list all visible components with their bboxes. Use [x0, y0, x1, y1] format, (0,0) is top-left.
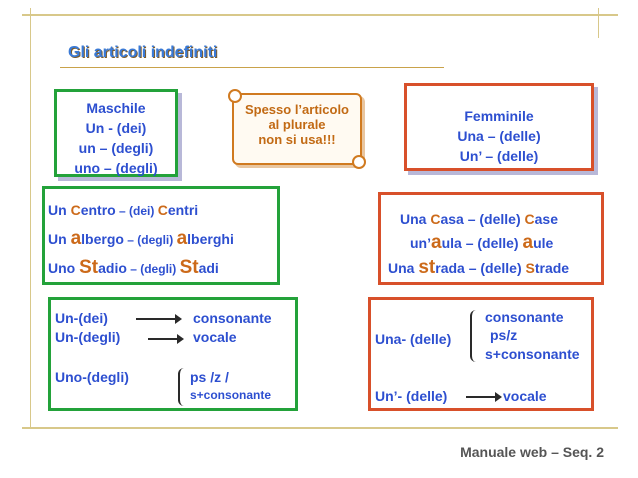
- example-rest: trade: [534, 260, 570, 276]
- rule-right: vocale: [193, 329, 237, 345]
- maschile-line-4: uno – (degli): [74, 160, 158, 176]
- rule-right: s+consonante: [190, 388, 272, 402]
- example-rest: adi: [198, 260, 219, 276]
- example-rest: lberghi: [187, 231, 234, 247]
- example-article: Un: [48, 231, 71, 247]
- maschile-line-3: un – (degli): [78, 140, 154, 156]
- arrow-right-icon: [136, 314, 182, 324]
- maschile-title: Maschile: [86, 100, 146, 116]
- example-plural-article: – (degli): [126, 262, 180, 276]
- example-rest: entro: [80, 202, 116, 218]
- example-rest: adio: [98, 260, 127, 276]
- example-initial: St: [79, 257, 99, 278]
- rule-right: consonante: [193, 310, 272, 326]
- example-row: un’aula – (delle) aule: [410, 233, 553, 253]
- example-article: Una: [400, 211, 431, 227]
- example-article: Uno: [48, 260, 80, 276]
- top-right-rule: [598, 8, 599, 38]
- example-rest: rada – (delle): [435, 260, 526, 276]
- maschile-rules-box: [48, 297, 298, 411]
- example-article: Una: [388, 260, 419, 276]
- example-article: un’: [410, 235, 431, 251]
- scroll-curl-icon: [352, 155, 366, 169]
- rule-right: vocale: [503, 388, 547, 404]
- maschile-line-2: Un - (dei): [85, 120, 147, 136]
- example-rest: ula – (delle): [441, 235, 523, 251]
- rule-left: Una- (delle): [375, 331, 452, 347]
- example-initial: a: [70, 228, 82, 249]
- arrow-right-icon: [466, 392, 502, 402]
- example-initial: a: [431, 232, 442, 253]
- example-initial: st: [418, 257, 436, 278]
- femminile-title: Femminile: [464, 108, 534, 124]
- arrow-right-icon: [148, 334, 184, 344]
- example-row: Uno Stadio – (degli) Stadi: [48, 258, 219, 279]
- rule-left: Un’- (delle): [375, 388, 448, 404]
- example-row: Una strada – (delle) Strade: [388, 258, 569, 278]
- brace-icon: [178, 368, 187, 406]
- example-initial: S: [525, 260, 535, 276]
- example-initial: C: [70, 202, 81, 218]
- example-initial: C: [524, 211, 535, 227]
- title-underline: [60, 67, 444, 68]
- example-plural-article: – (dei): [115, 204, 158, 218]
- example-initial: C: [157, 202, 168, 218]
- femminile-rules-box: [368, 297, 594, 411]
- example-row: Un Centro – (dei) Centri: [48, 200, 198, 221]
- example-rest: entri: [167, 202, 199, 218]
- rule-right: ps /z /: [190, 369, 229, 385]
- example-rest: ule: [533, 235, 554, 251]
- top-rule: [22, 14, 618, 16]
- left-rule: [30, 8, 31, 428]
- femminile-line-2: Una – (delle): [457, 128, 541, 144]
- example-initial: a: [176, 228, 188, 249]
- note-line-1: Spesso l’articolo: [244, 102, 350, 117]
- brace-icon: [470, 310, 479, 362]
- femminile-header-box: Femminile Una – (delle) Un’ – (delle): [404, 83, 594, 171]
- rule-left: Un-(degli): [55, 329, 121, 345]
- example-plural-article: – (degli): [123, 233, 177, 247]
- slide-title: Gli articoli indefiniti: [68, 44, 218, 61]
- example-initial: a: [522, 232, 534, 253]
- example-rest: asa – (delle): [440, 211, 525, 227]
- example-initial: St: [179, 257, 199, 278]
- footer-label: Manuale web – Seq. 2: [460, 444, 604, 460]
- rule-right: s+consonante: [485, 346, 580, 362]
- maschile-examples-box: [42, 186, 280, 285]
- bottom-rule: [22, 427, 618, 429]
- rule-left: Uno-(degli): [55, 369, 129, 385]
- example-rest: lbergo: [81, 231, 124, 247]
- note-line-3: non si usa!!!: [258, 132, 336, 147]
- example-rest: ase: [534, 211, 558, 227]
- note-line-2: al plurale: [268, 117, 326, 132]
- example-row: Una Casa – (delle) Case: [400, 209, 558, 229]
- rule-right: ps/z: [490, 327, 518, 343]
- femminile-line-3: Un’ – (delle): [459, 148, 539, 164]
- example-row: Un albergo – (degli) alberghi: [48, 229, 234, 250]
- example-article: Un: [48, 202, 71, 218]
- rule-right: consonante: [485, 309, 564, 325]
- scroll-curl-icon: [228, 89, 242, 103]
- femminile-examples-box: [378, 192, 604, 285]
- rule-left: Un-(dei): [55, 310, 108, 326]
- maschile-header-box: Maschile Un - (dei) un – (degli) uno – (…: [54, 89, 178, 177]
- example-initial: C: [430, 211, 441, 227]
- note-scroll: Spesso l’articolo al plurale non si usa!…: [228, 89, 366, 169]
